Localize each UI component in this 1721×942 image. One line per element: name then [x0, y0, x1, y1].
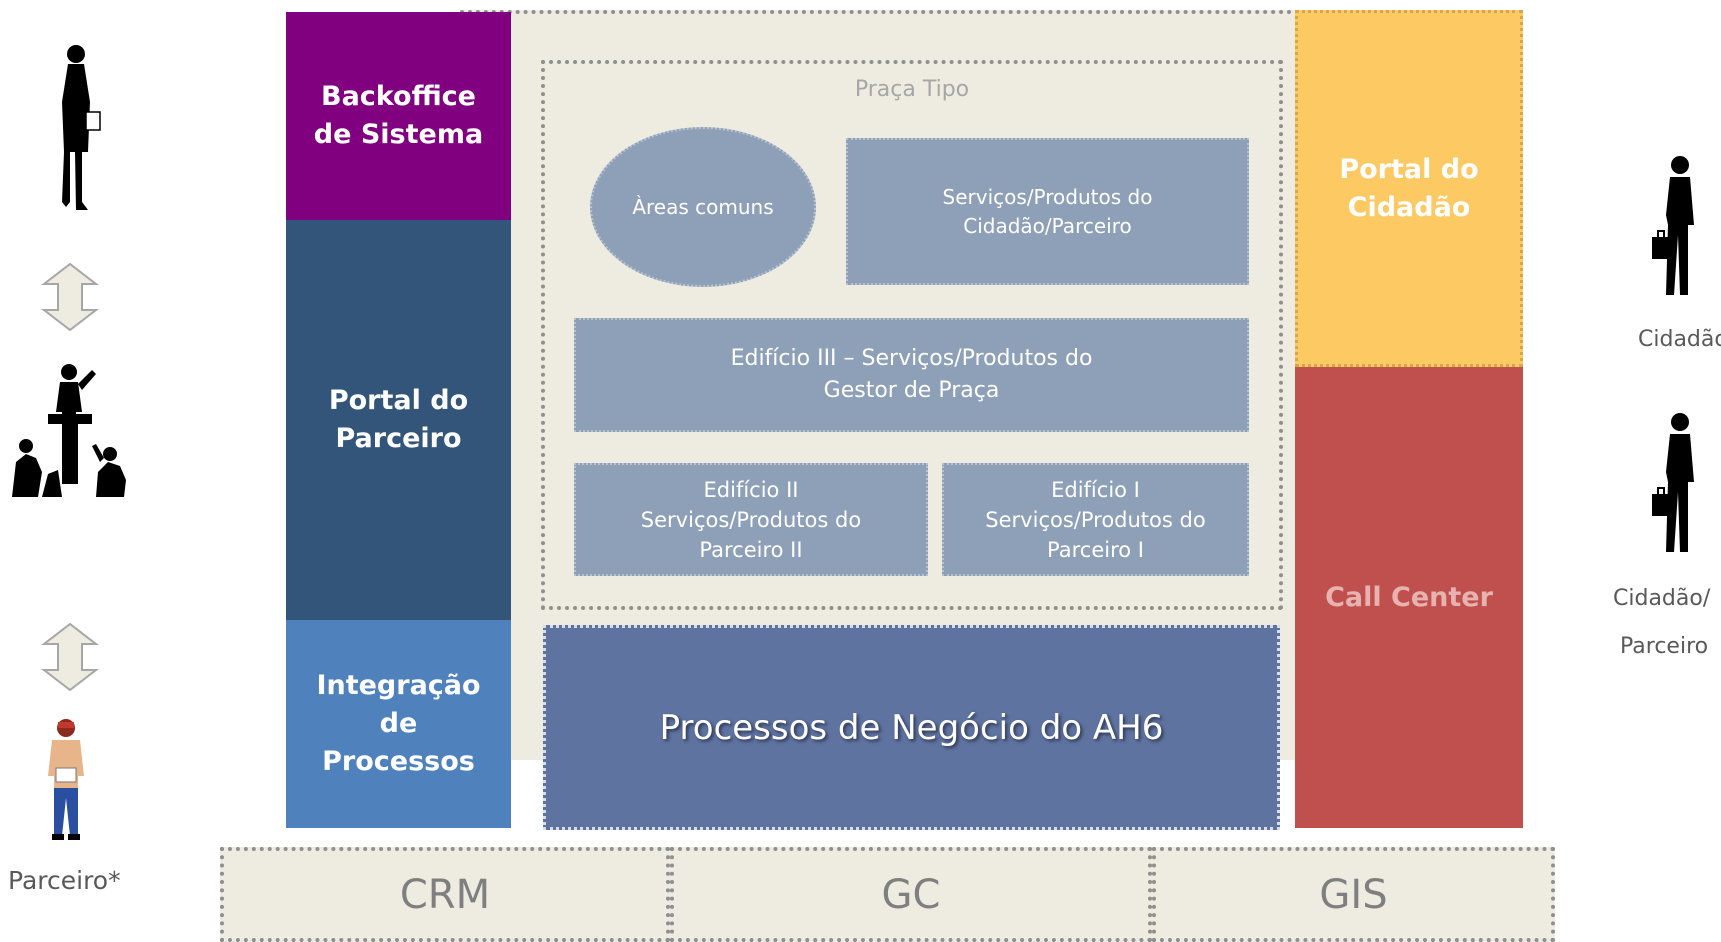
- processos-label: Processos de Negócio do AH6: [659, 707, 1164, 748]
- backoffice-line-2: de Sistema: [313, 119, 484, 150]
- edificio-1-line-1: Edifício I: [1051, 477, 1140, 502]
- portal-cidadao-line-1: Portal do: [1339, 153, 1479, 185]
- areas-comuns-ellipse: Àreas comuns: [590, 127, 816, 287]
- integracao-line-1: Integração: [316, 670, 481, 701]
- praca-tipo-title: Praça Tipo: [854, 76, 970, 102]
- praca-tipo-frame: [541, 60, 1283, 610]
- areas-comuns-label: Àreas comuns: [632, 195, 774, 219]
- gis-box: GIS: [1152, 847, 1555, 942]
- double-arrow-icon: [41, 262, 99, 332]
- gc-label: GC: [881, 871, 941, 918]
- edificio-1-line-2: Serviços/Produtos do: [985, 507, 1206, 532]
- gc-box: GC: [670, 847, 1152, 942]
- cidadao-parceiro-label-1: Cidadão/: [1613, 586, 1711, 611]
- edificio-1-line-3: Parceiro I: [1047, 537, 1144, 562]
- crm-box: CRM: [220, 847, 670, 942]
- backoffice-line-1: Backoffice: [320, 81, 476, 112]
- portal-parceiro-block: Portal do Parceiro: [286, 220, 511, 620]
- integracao-block: Integração de Processos: [286, 620, 511, 828]
- gis-label: GIS: [1319, 871, 1388, 918]
- backoffice-block: Backoffice de Sistema: [286, 12, 511, 220]
- integracao-line-3: Processos: [322, 746, 475, 777]
- businessman-icon: [1652, 156, 1694, 295]
- cidadao-label: Cidadão: [1638, 327, 1721, 352]
- servicos-cidadao-box: Serviços/Produtos do Cidadão/Parceiro: [846, 138, 1249, 285]
- portal-parceiro-line-1: Portal do: [328, 385, 469, 416]
- call-center-label: Call Center: [1325, 582, 1493, 613]
- edificio-3-box: Edifício III – Serviços/Produtos do Gest…: [574, 318, 1249, 432]
- call-center-block: Call Center: [1295, 367, 1523, 828]
- double-arrow-icon: [41, 622, 99, 692]
- parceiro-label: Parceiro*: [8, 866, 121, 895]
- woman-silhouette-icon: [62, 45, 101, 210]
- edificio-3-line-1: Edifício III – Serviços/Produtos do: [730, 346, 1093, 371]
- edificio-1-box: Edifício I Serviços/Produtos do Parceiro…: [942, 463, 1249, 576]
- worker-icon: [48, 719, 84, 840]
- businessman-icon: [1652, 413, 1694, 552]
- cidadao-parceiro-label-2: Parceiro: [1620, 634, 1709, 659]
- servicos-cidadao-line-1: Serviços/Produtos do: [942, 184, 1153, 209]
- portal-parceiro-line-2: Parceiro: [335, 423, 462, 454]
- servicos-cidadao-line-2: Cidadão/Parceiro: [963, 213, 1132, 238]
- edificio-3-line-2: Gestor de Praça: [823, 378, 1000, 403]
- portal-cidadao-block: Portal do Cidadão: [1295, 10, 1523, 367]
- speaker-crowd-icon: [12, 364, 126, 497]
- edificio-2-line-3: Parceiro II: [699, 537, 803, 562]
- edificio-2-line-1: Edifício II: [703, 477, 799, 502]
- edificio-2-line-2: Serviços/Produtos do: [640, 507, 862, 532]
- portal-cidadao-line-2: Cidadão: [1347, 191, 1471, 223]
- integracao-line-2: de: [379, 708, 418, 739]
- crm-label: CRM: [399, 871, 491, 918]
- edificio-2-box: Edifício II Serviços/Produtos do Parceir…: [574, 463, 928, 576]
- processos-block: Processos de Negócio do AH6: [543, 625, 1280, 830]
